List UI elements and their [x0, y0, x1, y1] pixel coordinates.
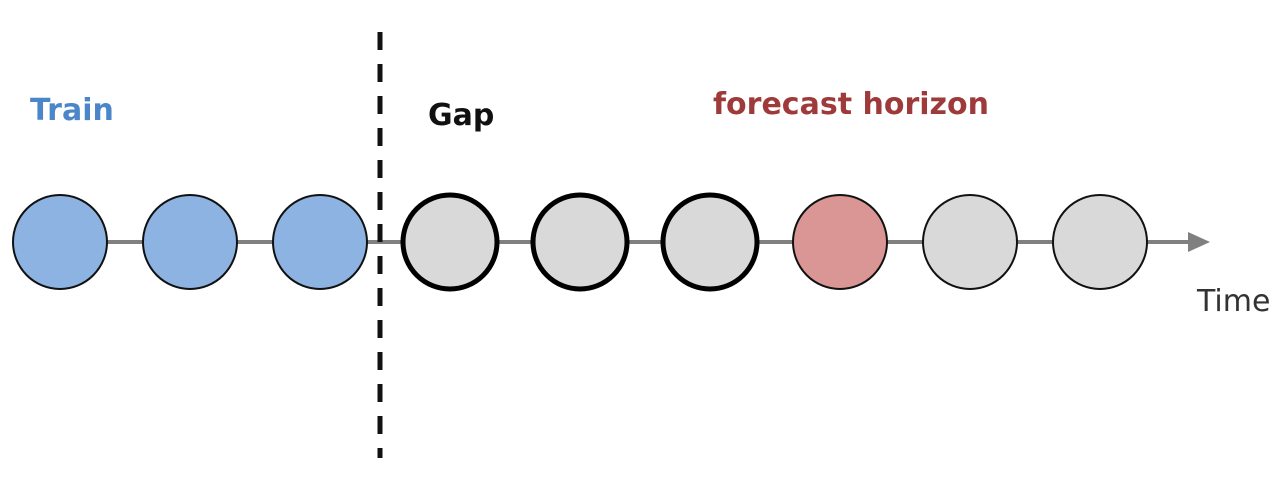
forecast-horizon-label: forecast horizon	[713, 87, 989, 122]
train-label: Train	[30, 93, 114, 128]
timestep-circle-train	[142, 194, 238, 290]
timestep-circles	[12, 192, 1148, 292]
time-axis-arrowhead	[1188, 232, 1210, 252]
timestep-circle-target	[792, 194, 888, 290]
timestep-circle-future	[922, 194, 1018, 290]
timestep-circle-gap	[660, 192, 760, 292]
timestep-circle-train	[12, 194, 108, 290]
timestep-circle-train	[272, 194, 368, 290]
timestep-circle-gap	[530, 192, 630, 292]
timestep-circle-gap	[400, 192, 500, 292]
gap-label: Gap	[428, 98, 494, 133]
timestep-circle-future	[1052, 194, 1148, 290]
time-axis-label: Time	[1196, 284, 1270, 319]
